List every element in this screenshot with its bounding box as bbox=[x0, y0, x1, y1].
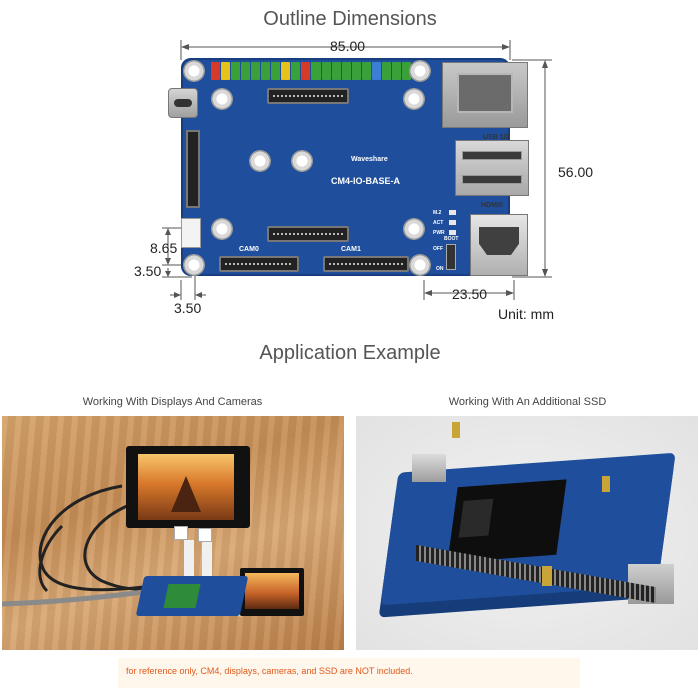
cm4-hole-2 bbox=[403, 88, 425, 110]
cam0-connector bbox=[219, 256, 299, 272]
usb-label: USB 1/2 bbox=[483, 134, 510, 141]
dimension-hdmi-offset-label: 23.50 bbox=[452, 286, 488, 302]
displays-cameras-caption: Working With Displays And Cameras bbox=[82, 396, 263, 408]
standoff-1 bbox=[452, 422, 460, 438]
outline-dimensions-title: Outline Dimensions bbox=[263, 8, 437, 30]
application-example-title: Application Example bbox=[259, 342, 441, 364]
model-silkscreen: CM4-IO-BASE-A bbox=[331, 176, 400, 186]
cm4-connector-bottom bbox=[267, 226, 349, 242]
dimension-connector-offset-label: 8.65 bbox=[150, 240, 178, 256]
led-pwr-label: PWR bbox=[433, 230, 445, 236]
camera-ribbon-1 bbox=[184, 540, 194, 576]
dimension-hole-offset-label: 3.50 bbox=[134, 263, 162, 279]
gpio-header bbox=[211, 62, 411, 80]
cam1-connector bbox=[323, 256, 409, 272]
cm4-hole-3 bbox=[211, 218, 233, 240]
hdmi-label: HDMI0 bbox=[481, 202, 503, 209]
hdmi-port bbox=[470, 214, 528, 276]
unit-label: Unit: mm bbox=[498, 306, 554, 322]
led-m2-label: M.2 bbox=[433, 210, 442, 216]
camera-module-2 bbox=[198, 528, 212, 542]
led-pwr bbox=[449, 230, 456, 235]
switch-on-label: ON bbox=[436, 266, 444, 272]
camera-module-1 bbox=[174, 526, 188, 540]
led-act-label: ACT bbox=[433, 220, 444, 226]
brand-silkscreen: Waveshare bbox=[351, 156, 388, 163]
mounting-hole-top-left bbox=[183, 60, 205, 82]
boot-switch bbox=[446, 244, 456, 270]
led-m2 bbox=[449, 210, 456, 215]
cm4-connector-top bbox=[267, 88, 349, 104]
camera-ribbon-2 bbox=[202, 542, 212, 576]
dimension-width-label: 85.00 bbox=[330, 38, 366, 54]
cam1-label: CAM1 bbox=[341, 246, 361, 253]
usb-c-connector bbox=[412, 454, 446, 482]
mounting-hole-top-right bbox=[409, 60, 431, 82]
standoff-2 bbox=[602, 476, 610, 492]
large-display bbox=[126, 446, 250, 528]
display-fpc-connector bbox=[186, 130, 200, 208]
disclaimer-box: for reference only, CM4, displays, camer… bbox=[118, 658, 580, 688]
mounting-hole-bottom-right bbox=[409, 254, 431, 276]
cam0-label: CAM0 bbox=[239, 246, 259, 253]
board-in-use bbox=[135, 576, 249, 616]
disclaimer-text: for reference only, CM4, displays, camer… bbox=[126, 666, 413, 676]
usb-port-stack bbox=[455, 140, 529, 196]
led-act bbox=[449, 220, 456, 225]
displays-cameras-photo bbox=[2, 416, 344, 650]
m2-ssd bbox=[447, 479, 567, 563]
mounting-hole-bottom-left bbox=[183, 254, 205, 276]
ethernet-port bbox=[442, 62, 528, 128]
ssd-standoff-1 bbox=[249, 150, 271, 172]
standoff-3 bbox=[542, 566, 552, 586]
small-display bbox=[240, 568, 304, 616]
usb-c-port bbox=[168, 88, 198, 118]
cm4-hole-4 bbox=[403, 218, 425, 240]
ssd-photo bbox=[356, 416, 698, 650]
boot-label: BOOT bbox=[444, 236, 459, 242]
ssd-caption: Working With An Additional SSD bbox=[448, 396, 607, 408]
dimension-hole-x-offset-label: 3.50 bbox=[174, 300, 202, 316]
cm4-hole-1 bbox=[211, 88, 233, 110]
dimension-height-label: 56.00 bbox=[558, 164, 594, 180]
switch-off-label: OFF bbox=[433, 246, 443, 252]
ssd-standoff-2 bbox=[291, 150, 313, 172]
fan-connector bbox=[181, 218, 201, 248]
